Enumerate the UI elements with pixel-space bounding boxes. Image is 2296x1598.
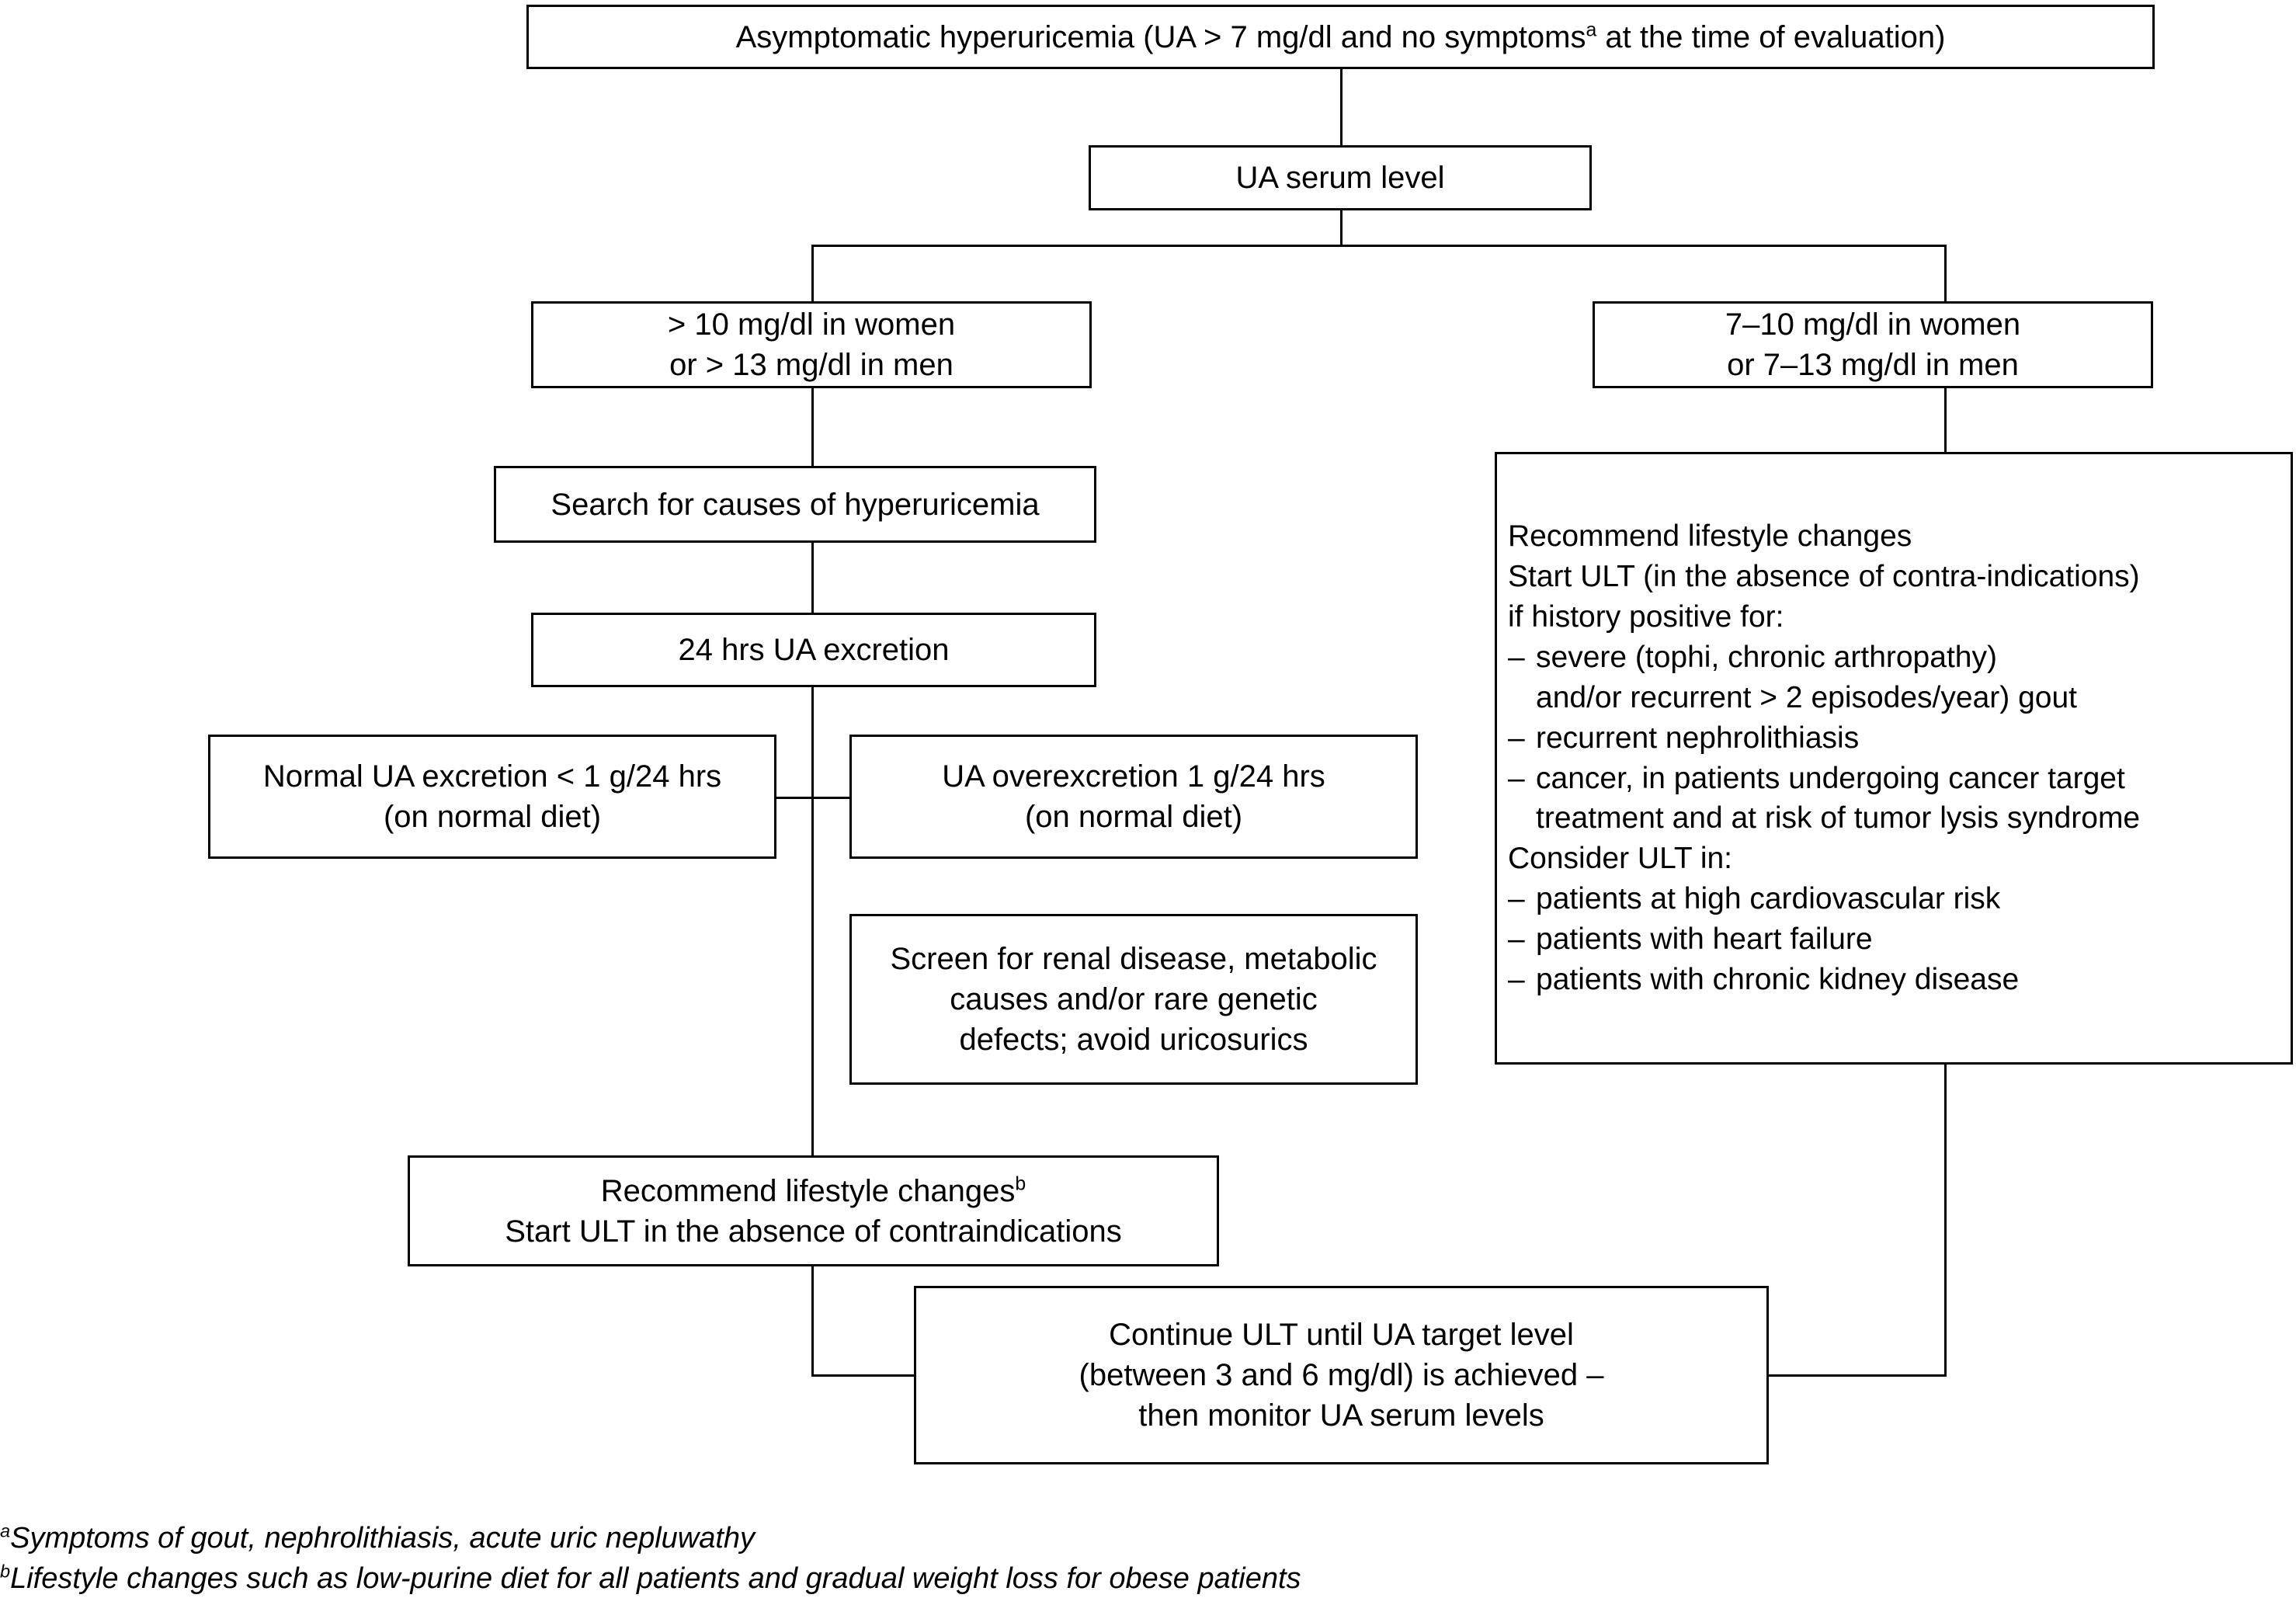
bullet-dash: – <box>1508 721 1525 755</box>
footnote-a-text: Symptoms of gout, nephrolithiasis, acute… <box>10 1522 755 1555</box>
bullet-dash: – <box>1508 882 1525 916</box>
node-right-panel-content: Recommend lifestyle changes Start ULT (i… <box>1508 516 2280 999</box>
right-panel-bullets-primary: –severe (tophi, chronic arthropathy) and… <box>1508 637 2280 839</box>
footnote-b: bLifestyle changes such as low-purine di… <box>0 1558 1708 1598</box>
right-panel-bullets-secondary: –patients at high cardiovascular risk –p… <box>1508 879 2280 1000</box>
footnotes: aSymptoms of gout, nephrolithiasis, acut… <box>0 1518 1708 1598</box>
node-normal-excretion[interactable]: Normal UA excretion < 1 g/24 hrs (on nor… <box>208 735 776 859</box>
connector-right-panel-down <box>1944 1062 1947 1376</box>
connector-excretion-branch <box>776 797 889 799</box>
right-panel-line-2: Start ULT (in the absence of contra-indi… <box>1508 560 2140 594</box>
connector-high-range-to-search <box>811 388 814 466</box>
list-item-text: patients at high cardiovascular risk <box>1536 882 2001 916</box>
node-recommend-left[interactable]: Recommend lifestyle changesb Start ULT i… <box>408 1155 1219 1266</box>
node-24h-excretion[interactable]: 24 hrs UA excretion <box>531 613 1096 687</box>
connector-mid-range-to-right-panel <box>1944 388 1947 452</box>
list-item-text: patients with chronic kidney disease <box>1536 962 2020 996</box>
bullet-dash: – <box>1508 761 1525 795</box>
node-search-causes-label: Search for causes of hyperuricemia <box>551 487 1040 522</box>
list-item-continuation: treatment and at risk of tumor lysis syn… <box>1536 801 2141 835</box>
footnote-a: aSymptoms of gout, nephrolithiasis, acut… <box>0 1518 1708 1558</box>
footnote-b-marker: b <box>0 1561 11 1582</box>
connector-split-to-high-range <box>811 245 814 301</box>
node-continue-ult[interactable]: Continue ULT until UA target level (betw… <box>914 1286 1769 1464</box>
node-continue-ult-label: Continue ULT until UA target level (betw… <box>1079 1318 1604 1433</box>
node-screen-renal[interactable]: Screen for renal disease, metabolic caus… <box>849 914 1418 1085</box>
connector-recommend-down <box>811 1266 814 1377</box>
node-screen-renal-label: Screen for renal disease, metabolic caus… <box>890 942 1377 1057</box>
list-item: –patients at high cardiovascular risk <box>1508 879 2280 919</box>
list-item-text: patients with heart failure <box>1536 922 1873 956</box>
node-24h-excretion-label: 24 hrs UA excretion <box>678 633 950 667</box>
node-normal-excretion-label: Normal UA excretion < 1 g/24 hrs (on nor… <box>262 759 722 834</box>
list-item: –patients with chronic kidney disease <box>1508 960 2280 1000</box>
node-root-label: Asymptomatic hyperuricemia (UA > 7 mg/dl… <box>735 19 1946 54</box>
connector-serum-to-split <box>1340 210 1343 246</box>
node-root[interactable]: Asymptomatic hyperuricemia (UA > 7 mg/dl… <box>526 5 2155 69</box>
node-ua-serum-level[interactable]: UA serum level <box>1089 145 1592 210</box>
right-panel-consider-heading: Consider ULT in: <box>1508 842 1733 876</box>
connector-main-trunk <box>811 687 814 1155</box>
list-item-text: recurrent nephrolithiasis <box>1536 721 1860 755</box>
list-item-continuation: and/or recurrent > 2 episodes/year) gout <box>1536 680 2077 714</box>
list-item: –patients with heart failure <box>1508 919 2280 960</box>
node-overexcretion[interactable]: UA overexcretion 1 g/24 hrs (on normal d… <box>849 735 1418 859</box>
node-recommend-left-label: Recommend lifestyle changesb Start ULT i… <box>505 1173 1122 1249</box>
connector-split-to-mid-range <box>1944 245 1947 301</box>
connector-search-to-excretion <box>811 543 814 613</box>
list-item-text: cancer, in patients undergoing cancer ta… <box>1536 761 2125 795</box>
node-mid-range-label: 7–10 mg/dl in women or 7–13 mg/dl in men <box>1725 307 2021 382</box>
footnote-b-text: Lifestyle changes such as low-purine die… <box>10 1562 1301 1596</box>
connector-split-bar <box>811 245 1947 247</box>
node-mid-range[interactable]: 7–10 mg/dl in women or 7–13 mg/dl in men <box>1593 301 2153 388</box>
node-high-range[interactable]: > 10 mg/dl in women or > 13 mg/dl in men <box>531 301 1092 388</box>
list-item: –recurrent nephrolithiasis <box>1508 718 2280 759</box>
node-high-range-label: > 10 mg/dl in women or > 13 mg/dl in men <box>667 307 956 382</box>
right-panel-line-3: if history positive for: <box>1508 600 1784 634</box>
right-panel-line-1: Recommend lifestyle changes <box>1508 519 1912 554</box>
connector-recommend-to-continue <box>811 1374 959 1377</box>
bullet-dash: – <box>1508 640 1525 674</box>
node-search-causes[interactable]: Search for causes of hyperuricemia <box>494 466 1096 543</box>
node-overexcretion-label: UA overexcretion 1 g/24 hrs (on normal d… <box>942 759 1325 834</box>
list-item-text: severe (tophi, chronic arthropathy) <box>1536 640 1997 674</box>
connector-right-panel-to-continue <box>1767 1374 1947 1377</box>
bullet-dash: – <box>1508 962 1525 996</box>
connector-root-to-serum <box>1340 69 1343 145</box>
footnote-a-marker: a <box>0 1520 11 1541</box>
bullet-dash: – <box>1508 922 1525 956</box>
node-ua-serum-level-label: UA serum level <box>1235 161 1445 195</box>
list-item: –cancer, in patients undergoing cancer t… <box>1508 759 2280 799</box>
list-item: –severe (tophi, chronic arthropathy) <box>1508 637 2280 678</box>
node-right-panel[interactable]: Recommend lifestyle changes Start ULT (i… <box>1495 452 2293 1065</box>
